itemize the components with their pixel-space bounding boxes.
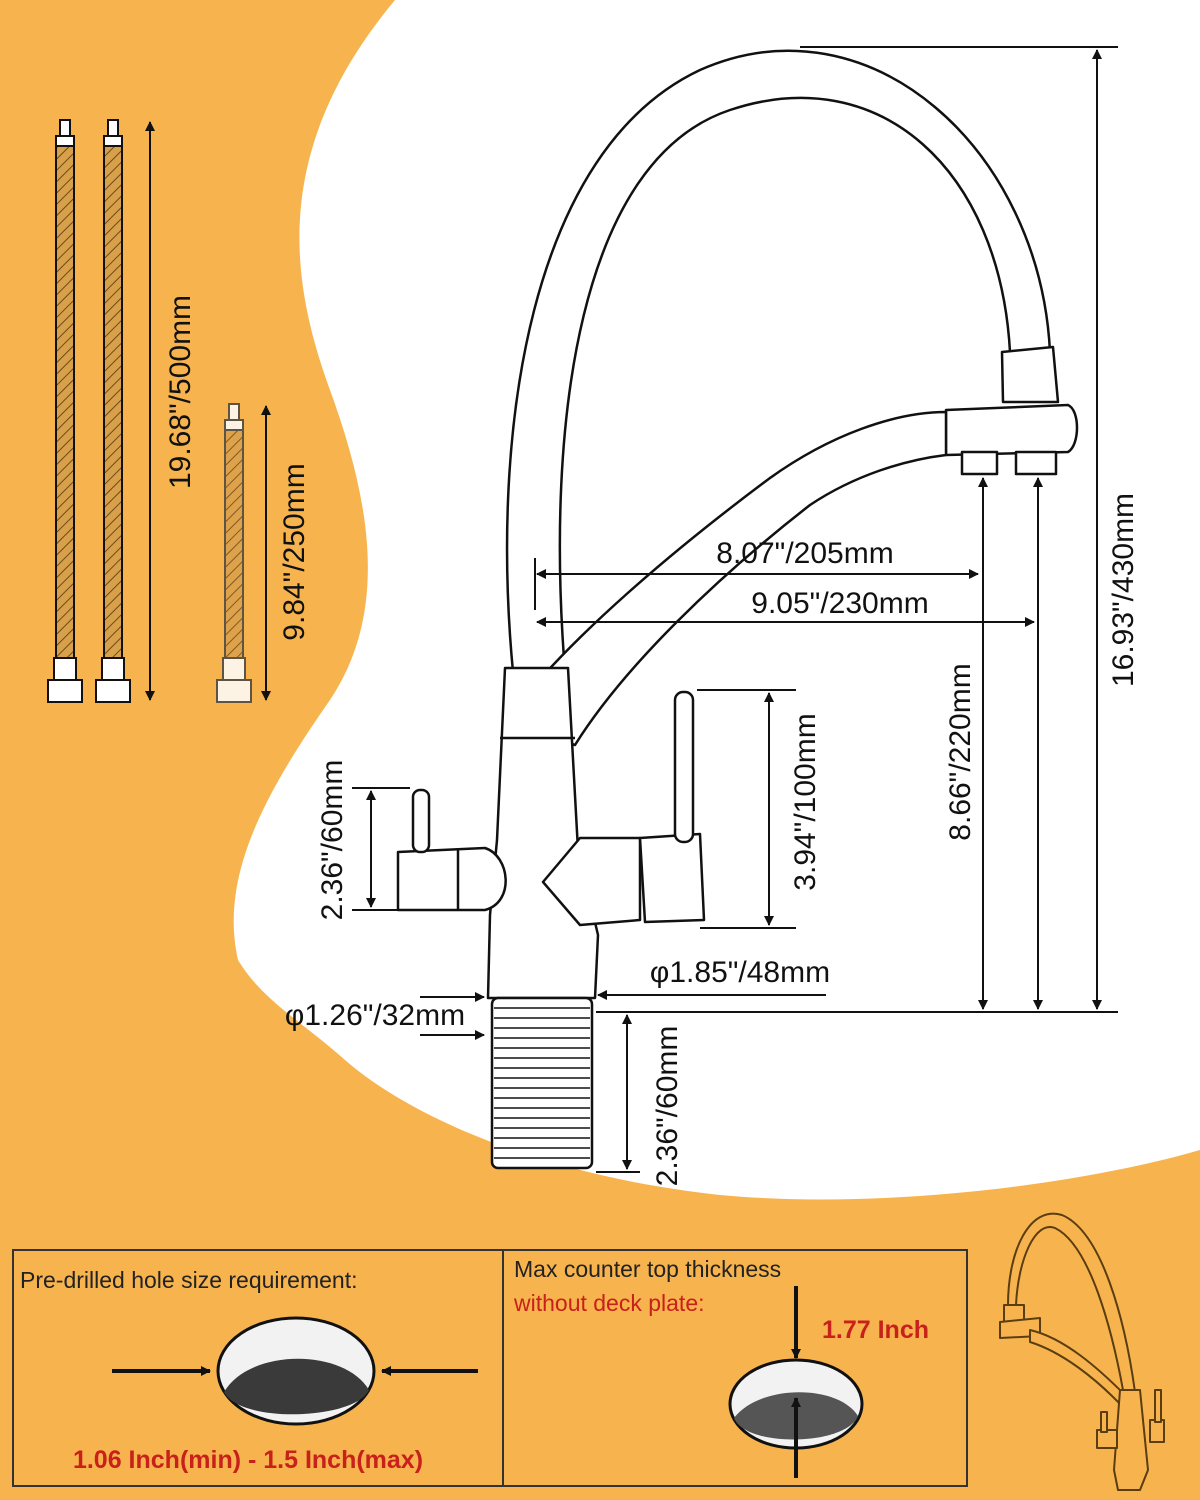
info-boxes-frame xyxy=(12,1249,968,1487)
spout-height-label: 8.66"/220mm xyxy=(944,663,977,840)
faucet-dimension-lines xyxy=(352,46,1118,1173)
shank-length-label: 2.36"/60mm xyxy=(651,1026,684,1187)
left-handle-height-label: 2.36"/60mm xyxy=(316,760,349,921)
spout-reach-230-label: 9.05"/230mm xyxy=(751,587,928,620)
counter-thickness-value: 1.77 Inch xyxy=(822,1316,929,1344)
faucet-spout-head xyxy=(1000,345,1060,404)
hole-size-title: Pre-drilled hole size requirement: xyxy=(20,1267,358,1293)
faucet-right-handle xyxy=(541,836,642,927)
counter-thickness-subtitle: without deck plate: xyxy=(513,1290,705,1316)
hole-size-range: 1.06 Inch(min) - 1.5 Inch(max) xyxy=(73,1446,423,1474)
faucet-threaded-shank xyxy=(490,996,594,1170)
faucet-drawing xyxy=(396,49,1079,1170)
faucet-thumbnail xyxy=(999,1212,1165,1491)
right-handle-height-label: 3.94"/100mm xyxy=(789,713,822,890)
hose-long-1 xyxy=(47,119,83,703)
hose-short xyxy=(216,403,252,703)
total-height-label: 16.93"/430mm xyxy=(1107,493,1140,687)
hose-short-length-label: 9.84"/250mm xyxy=(278,463,311,640)
shank-diameter-label: φ1.26"/32mm xyxy=(285,999,465,1032)
faucet-left-handle xyxy=(396,846,507,912)
hole-size-box: Pre-drilled hole size requirement: 1.06 … xyxy=(20,1267,478,1474)
shank-threads xyxy=(494,1007,590,1159)
counter-thickness-title: Max counter top thickness xyxy=(514,1256,781,1282)
hose-long-2 xyxy=(95,119,131,703)
hose-long-length-label: 19.68"/500mm xyxy=(164,295,197,489)
counter-thickness-box: Max counter top thickness without deck p… xyxy=(513,1256,929,1478)
base-diameter-label: φ1.85"/48mm xyxy=(650,956,830,989)
spout-reach-205-label: 8.07"/205mm xyxy=(716,537,893,570)
